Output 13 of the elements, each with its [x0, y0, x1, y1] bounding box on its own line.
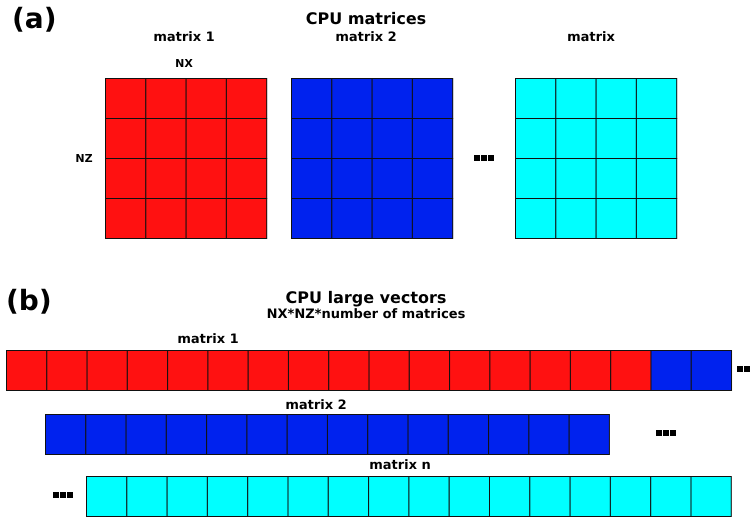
section-title: CPU matrices	[306, 9, 426, 28]
section-subtitle: NX*NZ*number of matrices	[266, 307, 466, 322]
dimension-label: NX	[175, 57, 193, 70]
matrix-heading: matrix	[567, 30, 615, 46]
dimension-label: NZ	[75, 152, 93, 165]
panel-label: (a)	[12, 2, 56, 35]
panel-label: (b)	[6, 284, 52, 317]
matrix-heading: matrix 2	[335, 30, 397, 46]
matrix-heading: matrix 1	[177, 332, 239, 348]
section-title: CPU large vectors	[286, 288, 446, 307]
matrix-heading: matrix 1	[153, 30, 215, 46]
matrix-heading: matrix n	[369, 458, 431, 474]
matrix-heading: matrix 2	[285, 398, 347, 414]
